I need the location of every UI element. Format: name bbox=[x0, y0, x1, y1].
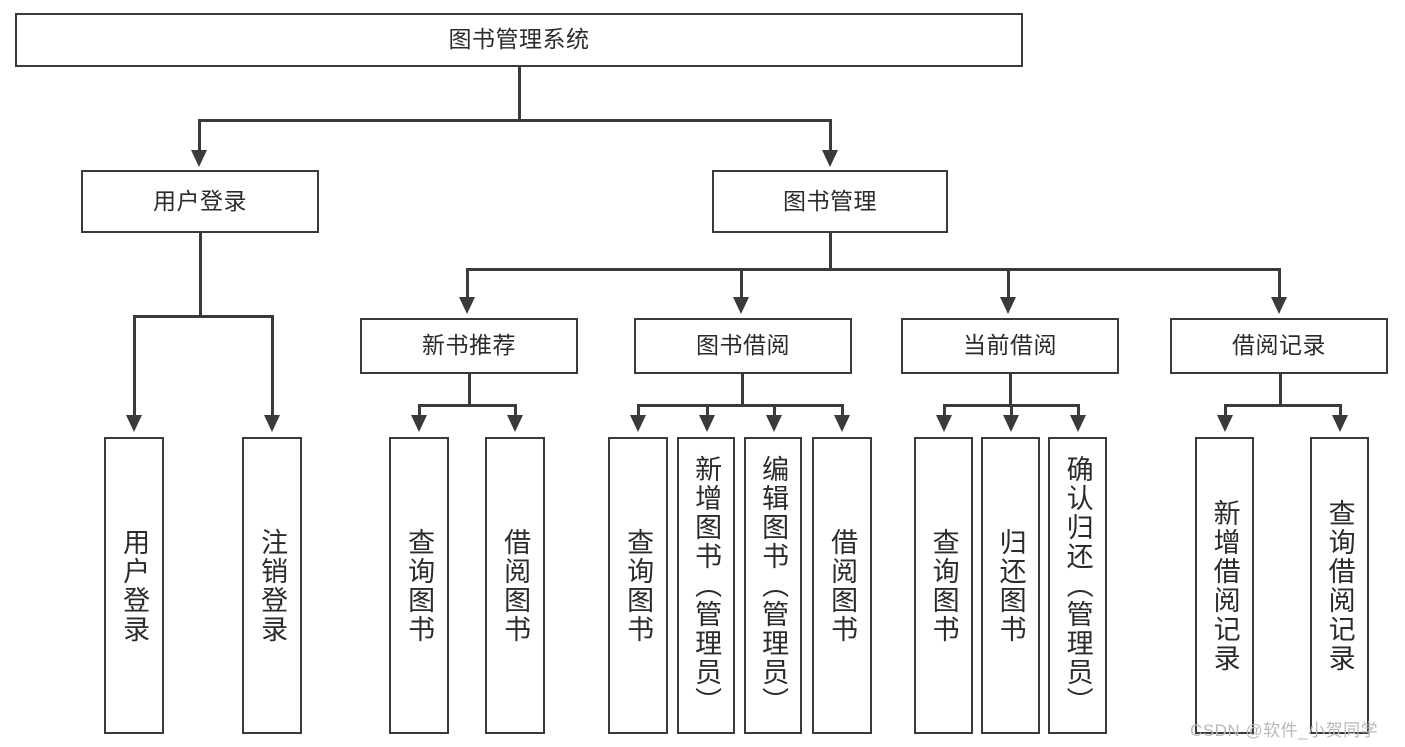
connector-root-to-user-login bbox=[198, 119, 201, 153]
watermark-text: CSDN @软件_小贺同学 bbox=[1190, 721, 1379, 740]
node-root-label: 图书管理系统 bbox=[448, 26, 590, 53]
node-leaf-add-record-label: 新增借阅记录 bbox=[1209, 498, 1240, 673]
connector-book-borrow-to-leaf-3 bbox=[773, 404, 776, 418]
node-user-login[interactable]: 用户登录 bbox=[81, 170, 319, 233]
node-leaf-add-book-label: 新增图书（管理员） bbox=[691, 455, 722, 716]
connector-user-login-to-leaf-2 bbox=[271, 315, 274, 418]
node-leaf-query-book-3[interactable]: 查询图书 bbox=[914, 437, 973, 734]
node-leaf-return-book-label: 归还图书 bbox=[995, 527, 1026, 644]
arrow-user-login-to-leaf-2 bbox=[264, 415, 280, 432]
connector-book-manage-stem bbox=[829, 233, 832, 270]
node-user-login-label: 用户登录 bbox=[153, 187, 247, 214]
node-leaf-return-book[interactable]: 归还图书 bbox=[981, 437, 1040, 734]
connector-current-borrow-to-leaf-1 bbox=[943, 404, 946, 418]
connector-user-login-bus bbox=[133, 315, 272, 318]
connector-user-login-to-leaf-1 bbox=[133, 315, 136, 418]
connector-book-manage-to-borrow-record bbox=[1278, 268, 1281, 300]
node-book-manage[interactable]: 图书管理 bbox=[712, 170, 948, 233]
arrow-new-book-to-leaf-1 bbox=[411, 415, 427, 432]
node-leaf-borrow-book-1[interactable]: 借阅图书 bbox=[485, 437, 545, 734]
node-leaf-borrow-book-1-label: 借阅图书 bbox=[500, 527, 531, 644]
node-book-borrow-label: 图书借阅 bbox=[696, 332, 790, 359]
node-leaf-user-login[interactable]: 用户登录 bbox=[104, 437, 164, 734]
connector-new-book-bus bbox=[418, 404, 516, 407]
node-leaf-confirm-return-label: 确认归还（管理员） bbox=[1062, 455, 1093, 716]
arrow-book-borrow-to-leaf-2 bbox=[699, 415, 715, 432]
node-leaf-confirm-return[interactable]: 确认归还（管理员） bbox=[1048, 437, 1107, 734]
connector-root-stem bbox=[518, 67, 521, 121]
node-leaf-query-record[interactable]: 查询借阅记录 bbox=[1310, 437, 1369, 734]
node-book-manage-label: 图书管理 bbox=[783, 187, 877, 214]
node-leaf-logout-login-label: 注销登录 bbox=[257, 527, 288, 644]
arrow-root-to-book-manage bbox=[822, 150, 838, 167]
node-leaf-borrow-book-2-label: 借阅图书 bbox=[827, 527, 858, 644]
node-leaf-query-book-1-label: 查询图书 bbox=[404, 527, 435, 644]
node-new-book-recommend[interactable]: 新书推荐 bbox=[360, 318, 578, 374]
node-leaf-add-record[interactable]: 新增借阅记录 bbox=[1195, 437, 1254, 734]
node-leaf-query-record-label: 查询借阅记录 bbox=[1324, 498, 1355, 673]
arrow-book-borrow-to-leaf-1 bbox=[630, 415, 646, 432]
arrow-root-to-user-login bbox=[191, 150, 207, 167]
connector-borrow-record-bus bbox=[1224, 404, 1340, 407]
node-current-borrow-label: 当前借阅 bbox=[963, 332, 1057, 359]
node-leaf-query-book-1[interactable]: 查询图书 bbox=[389, 437, 449, 734]
connector-borrow-record-to-leaf-2 bbox=[1339, 404, 1342, 418]
arrow-current-borrow-to-leaf-2 bbox=[1003, 415, 1019, 432]
connector-borrow-record-to-leaf-1 bbox=[1224, 404, 1227, 418]
connector-user-login-stem bbox=[199, 233, 202, 317]
connector-book-borrow-to-leaf-4 bbox=[841, 404, 844, 418]
connector-book-borrow-stem bbox=[741, 374, 744, 406]
arrow-borrow-record-to-leaf-1 bbox=[1217, 415, 1233, 432]
node-current-borrow[interactable]: 当前借阅 bbox=[901, 318, 1119, 374]
arrow-borrow-record-to-leaf-2 bbox=[1332, 415, 1348, 432]
connector-root-bus bbox=[198, 119, 832, 122]
node-leaf-logout-login[interactable]: 注销登录 bbox=[242, 437, 302, 734]
arrow-current-borrow-to-leaf-1 bbox=[936, 415, 952, 432]
connector-book-manage-to-book-borrow bbox=[740, 268, 743, 300]
connector-book-manage-to-new-book bbox=[466, 268, 469, 300]
arrow-book-manage-to-new-book bbox=[459, 297, 475, 314]
connector-book-borrow-bus bbox=[637, 404, 843, 407]
node-leaf-query-book-2[interactable]: 查询图书 bbox=[608, 437, 668, 734]
arrow-book-borrow-to-leaf-4 bbox=[834, 415, 850, 432]
node-borrow-record-label: 借阅记录 bbox=[1232, 332, 1326, 359]
arrow-book-manage-to-current-borrow bbox=[1000, 297, 1016, 314]
arrow-book-manage-to-borrow-record bbox=[1271, 297, 1287, 314]
node-leaf-edit-book[interactable]: 编辑图书（管理员） bbox=[744, 437, 802, 734]
node-leaf-query-book-3-label: 查询图书 bbox=[928, 527, 959, 644]
node-leaf-query-book-2-label: 查询图书 bbox=[623, 527, 654, 644]
connector-book-manage-bus bbox=[466, 268, 1280, 271]
connector-current-borrow-stem bbox=[1009, 374, 1012, 406]
connector-book-borrow-to-leaf-1 bbox=[637, 404, 640, 418]
connector-new-book-to-leaf-2 bbox=[514, 404, 517, 418]
node-leaf-user-login-label: 用户登录 bbox=[119, 527, 150, 644]
node-borrow-record[interactable]: 借阅记录 bbox=[1170, 318, 1388, 374]
connector-current-borrow-to-leaf-3 bbox=[1077, 404, 1080, 418]
connector-book-borrow-to-leaf-2 bbox=[706, 404, 709, 418]
connector-current-borrow-to-leaf-2 bbox=[1010, 404, 1013, 418]
arrow-user-login-to-leaf-1 bbox=[126, 415, 142, 432]
connector-new-book-stem bbox=[468, 374, 471, 406]
node-root[interactable]: 图书管理系统 bbox=[15, 13, 1023, 67]
connector-root-to-book-manage bbox=[829, 119, 832, 153]
connector-borrow-record-stem bbox=[1279, 374, 1282, 406]
arrow-book-manage-to-book-borrow bbox=[733, 297, 749, 314]
arrow-book-borrow-to-leaf-3 bbox=[766, 415, 782, 432]
connector-new-book-to-leaf-1 bbox=[418, 404, 421, 418]
arrow-current-borrow-to-leaf-3 bbox=[1070, 415, 1086, 432]
arrow-new-book-to-leaf-2 bbox=[507, 415, 523, 432]
connector-book-manage-to-current-borrow bbox=[1007, 268, 1010, 300]
node-new-book-recommend-label: 新书推荐 bbox=[422, 332, 516, 359]
node-leaf-edit-book-label: 编辑图书（管理员） bbox=[758, 455, 789, 716]
node-leaf-borrow-book-2[interactable]: 借阅图书 bbox=[812, 437, 872, 734]
node-book-borrow[interactable]: 图书借阅 bbox=[634, 318, 852, 374]
node-leaf-add-book[interactable]: 新增图书（管理员） bbox=[677, 437, 735, 734]
